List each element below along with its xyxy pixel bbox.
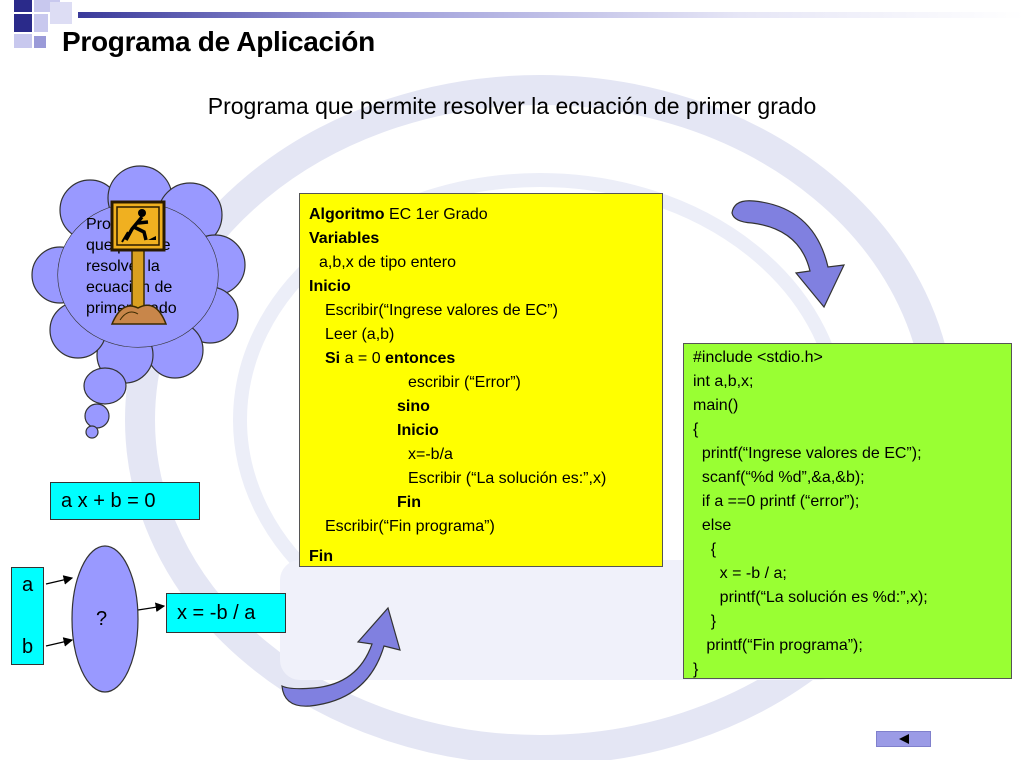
code-line: x = -b / a; (693, 565, 787, 582)
inputs-box: a b (11, 567, 44, 665)
algorithm-line: sino (309, 395, 662, 419)
code-line: } (693, 661, 699, 678)
algorithm-line: escribir (“Error”) (309, 371, 662, 395)
algorithm-line: Algoritmo EC 1er Grado (309, 203, 662, 227)
algorithm-text: Escribir (“La solución es:”,x) (408, 470, 607, 487)
algorithm-line: Fin (309, 545, 662, 569)
code-line: scanf(“%d %d”,&a,&b); (693, 469, 865, 486)
code-line: #include <stdio.h> (693, 349, 823, 366)
algorithm-line: Escribir (“La solución es:”,x) (309, 467, 662, 491)
algorithm-line: Fin (309, 491, 662, 515)
code-line: printf(“La solución es %d:”,x); (693, 589, 928, 606)
algorithm-keyword: Algoritmo (309, 206, 385, 223)
cloud-line: ecuación de (86, 279, 173, 296)
slide-title: Programa de Aplicación (62, 26, 375, 57)
algorithm-line: Variables (309, 227, 662, 251)
equation-box: a x + b = 0 (50, 482, 200, 520)
algorithm-line: Inicio (309, 419, 662, 443)
algorithm-line: Si a = 0 entonces (309, 347, 662, 371)
algorithm-line: x=-b/a (309, 443, 662, 467)
triangle-left-icon (899, 734, 909, 744)
code-line: int a,b,x; (693, 373, 754, 390)
slide-subtitle: Programa que permite resolver la ecuació… (207, 93, 817, 119)
algorithm-text: a = 0 (340, 350, 386, 367)
code-line: printf(“Fin programa”); (693, 637, 863, 654)
code-line: printf(“Ingrese valores de EC”); (693, 445, 922, 462)
algorithm-keyword: sino (397, 398, 430, 415)
code-line: { (693, 421, 699, 438)
algorithm-keyword: Si (325, 350, 341, 367)
algorithm-keyword: Inicio (397, 422, 439, 439)
header-bar (78, 12, 1024, 18)
result-box: x = -b / a (166, 593, 286, 633)
algorithm-keyword: Inicio (309, 278, 351, 295)
code-line: { (693, 541, 717, 558)
algorithm-text: EC 1er Grado (384, 206, 488, 223)
algorithm-keyword: Fin (397, 494, 421, 511)
algorithm-line: Inicio (309, 275, 662, 299)
input-a-label: a (22, 574, 34, 596)
process-ellipse (71, 545, 139, 693)
c-code-box: #include <stdio.h> int a,b,x; main() { prin… (683, 343, 1012, 679)
algorithm-text: Escribir(“Fin programa”) (325, 518, 495, 535)
code-line: if a ==0 printf (“error”); (693, 493, 860, 510)
construction-sign-icon (110, 200, 168, 325)
algorithm-text: escribir (“Error”) (408, 374, 521, 391)
input-b-label: b (22, 636, 34, 658)
code-line: else (693, 517, 732, 534)
process-label: ? (96, 608, 108, 630)
thought-cloud (31, 165, 246, 439)
algorithm-line: Leer (a,b) (309, 323, 662, 347)
algorithm-text: Leer (a,b) (325, 326, 395, 343)
algorithm-keyword: entonces (385, 350, 456, 367)
algorithm-text: a,b,x de tipo entero (319, 254, 456, 271)
corner-decoration (0, 0, 80, 60)
algorithm-keyword: Variables (309, 230, 380, 247)
algorithm-line: Escribir(“Ingrese valores de EC”) (309, 299, 662, 323)
algorithm-line: Escribir(“Fin programa”) (309, 515, 662, 539)
input-arrows (45, 575, 166, 647)
back-button[interactable] (876, 731, 931, 747)
algorithm-line: a,b,x de tipo entero (309, 251, 662, 275)
code-line: } (693, 613, 717, 630)
curved-arrow-down-icon (731, 200, 846, 309)
code-line: main() (693, 397, 739, 414)
algorithm-keyword: Fin (309, 548, 333, 565)
curved-arrow-up-icon (281, 606, 401, 707)
algorithm-text: Escribir(“Ingrese valores de EC”) (325, 302, 558, 319)
algorithm-text: x=-b/a (408, 446, 453, 463)
